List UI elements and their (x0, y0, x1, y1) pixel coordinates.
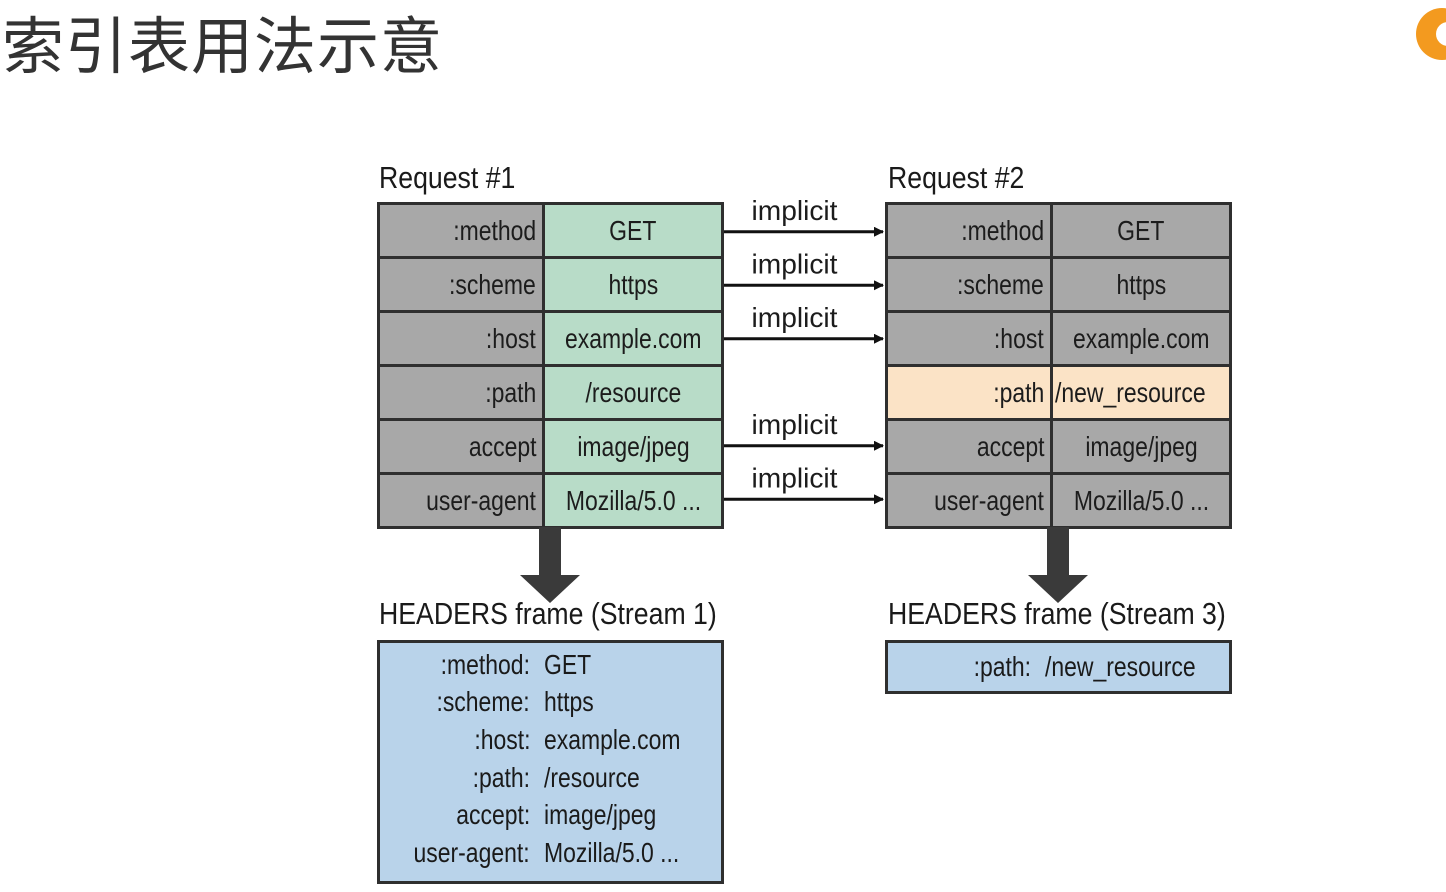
down-arrow-request2 (1028, 527, 1088, 603)
frame1-label: HEADERS frame (Stream 1) (379, 596, 717, 631)
request2-header-value: GET (1053, 205, 1229, 256)
frame-field-value: /resource (544, 761, 640, 793)
request1-header-name: :path (380, 367, 542, 418)
request1-header-value: GET (545, 205, 721, 256)
request1-header-value: /resource (545, 367, 721, 418)
frame-field-value: /new_resource (1045, 650, 1196, 682)
headers-frame-stream3: :path: /new_resource (885, 640, 1232, 694)
request1-label: Request #1 (379, 160, 516, 195)
request2-header-name: :host (888, 313, 1050, 364)
request2-header-name: :method (888, 205, 1050, 256)
frame-field-value: GET (544, 648, 592, 680)
request1-header-value: Mozilla/5.0 ... (545, 475, 721, 526)
headers-frame-stream1: :method: GET :scheme: https :host: example.co… (377, 640, 724, 884)
implicit-label: implicit (752, 462, 838, 493)
frame-field-key: :host: (473, 723, 530, 755)
request2-label: Request #2 (888, 160, 1025, 195)
frame-field: :scheme: https (380, 684, 721, 722)
frame-field-key: :path: (472, 761, 530, 793)
down-arrow-request1 (520, 527, 580, 603)
frame-field-key: accept: (455, 799, 530, 831)
implicit-label: implicit (752, 195, 838, 226)
request1-header-name: user-agent (380, 475, 542, 526)
frame-field-value: https (544, 686, 594, 718)
request2-header-value: /new_resource (1053, 367, 1229, 418)
slide-title: 索引表用法示意 (2, 10, 444, 83)
frame-field-value: Mozilla/5.0 ... (544, 836, 680, 868)
request2-header-value: https (1053, 259, 1229, 310)
request2-header-value: Mozilla/5.0 ... (1053, 475, 1229, 526)
implicit-label: implicit (752, 409, 838, 440)
request1-header-value: https (545, 259, 721, 310)
implicit-label: implicit (752, 302, 838, 333)
frame-field-value: example.com (544, 723, 681, 755)
request2-header-name: :scheme (888, 259, 1050, 310)
request1-header-name: :method (380, 205, 542, 256)
frame-field-key: :method: (440, 648, 530, 680)
request1-header-name: :scheme (380, 259, 542, 310)
request2-header-name: user-agent (888, 475, 1050, 526)
request1-header-value: example.com (545, 313, 721, 364)
request1-header-name: accept (380, 421, 542, 472)
request1-header-value: image/jpeg (545, 421, 721, 472)
logo-icon (1416, 8, 1446, 60)
request2-header-value: image/jpeg (1053, 421, 1229, 472)
frame-field: :path: /resource (380, 759, 721, 797)
frame-field-key: :path: (973, 650, 1032, 682)
frame-field: user-agent: Mozilla/5.0 ... (380, 834, 721, 872)
request2-header-name: accept (888, 421, 1050, 472)
frame-field-key: :scheme: (436, 686, 530, 718)
frame-field: accept: image/jpeg (380, 796, 721, 834)
frame-field: :host: example.com (380, 721, 721, 759)
frame-field-value: image/jpeg (544, 799, 657, 831)
frame-field: :path: /new_resource (888, 648, 1229, 686)
frame-field-key: user-agent: (413, 836, 530, 868)
request2-header-name: :path (888, 367, 1050, 418)
request1-header-name: :host (380, 313, 542, 364)
request2-header-value: example.com (1053, 313, 1229, 364)
implicit-label: implicit (752, 248, 838, 279)
frame-field: :method: GET (380, 646, 721, 684)
